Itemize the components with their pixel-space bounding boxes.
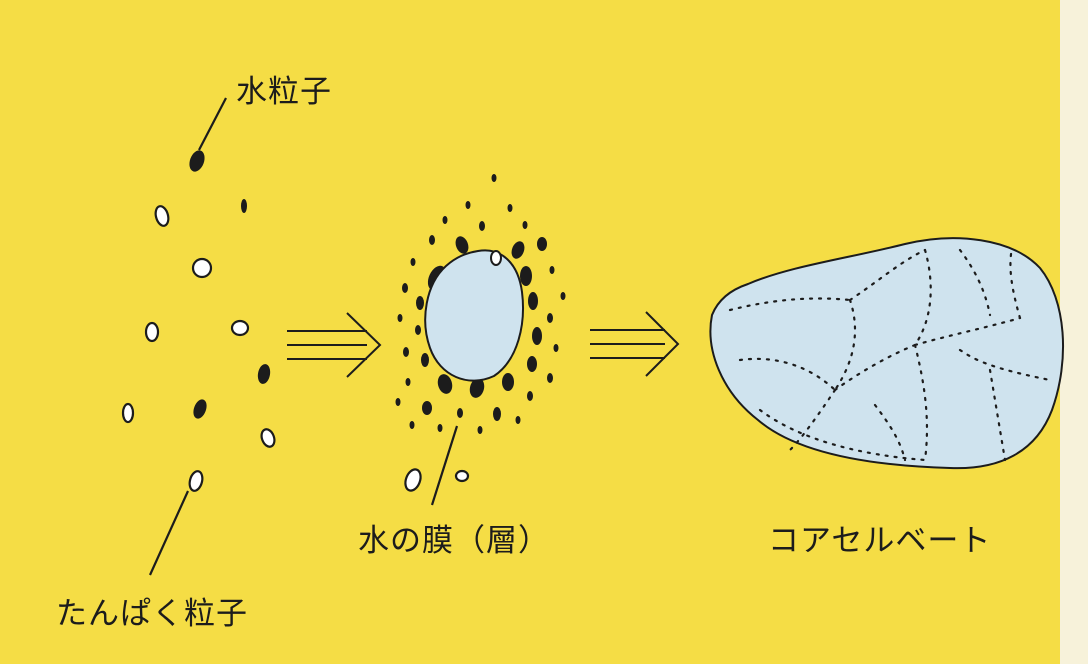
- water-particle: [123, 404, 133, 422]
- label-water-film: 水の膜（層）: [358, 515, 550, 560]
- label-water-particle: 水粒子: [236, 66, 332, 111]
- protein-particle: [241, 199, 247, 213]
- label-protein-particle: たんぱく粒子: [56, 588, 248, 633]
- water-particle: [456, 471, 468, 481]
- right-margin: [1060, 0, 1088, 664]
- water-particle-on-droplet: [491, 251, 501, 265]
- label-coacervate: コアセルベート: [768, 515, 991, 560]
- water-particle: [193, 259, 211, 277]
- water-particle: [146, 323, 158, 341]
- water-particle: [232, 321, 248, 335]
